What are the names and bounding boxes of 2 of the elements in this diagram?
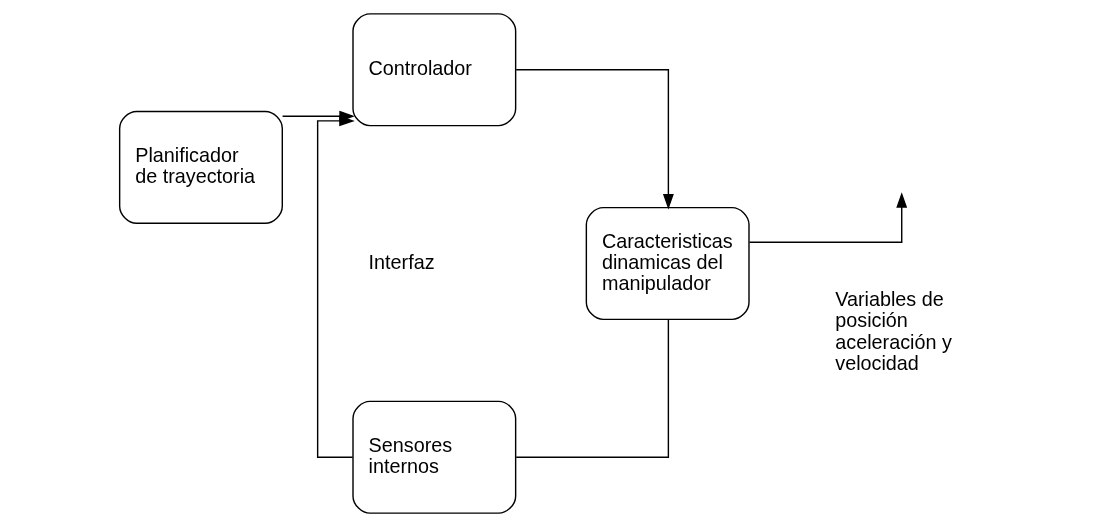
label: Interfaz	[368, 250, 435, 273]
label: Variables de posición aceleración y velocidad	[835, 288, 952, 374]
